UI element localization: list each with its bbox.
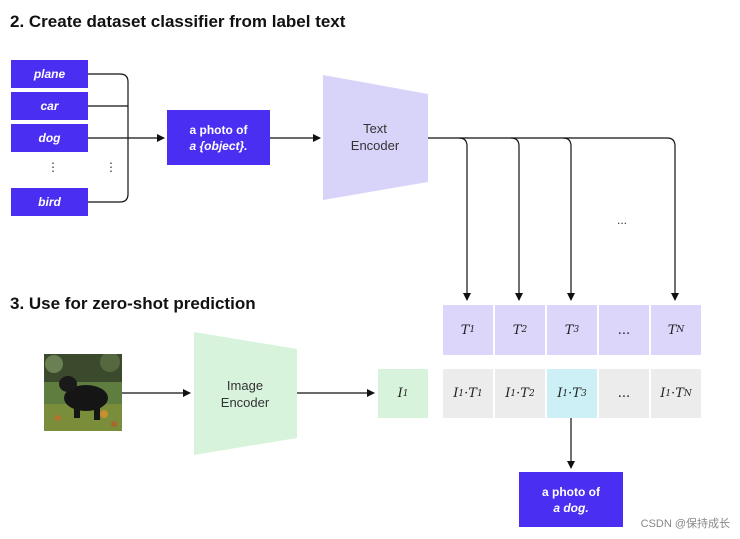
text-feature-arrows xyxy=(428,137,679,301)
text-feature-ellipsis: ... xyxy=(599,305,649,355)
label-car: car xyxy=(11,92,88,120)
text-encoder-line1: Text xyxy=(363,121,387,136)
label-bracket-lines xyxy=(88,73,129,203)
prompt-line1: a photo of xyxy=(189,122,248,137)
image-encoder-line1: Image xyxy=(226,378,264,393)
bracket-ellipsis: ⋮ xyxy=(105,160,117,174)
result-line1: a photo of xyxy=(542,484,600,499)
section-title-zero-shot: 3. Use for zero-shot prediction xyxy=(10,294,256,313)
label-plane: plane xyxy=(11,60,88,88)
product-ellipsis: ... xyxy=(599,369,649,418)
feature-gap-ellipsis: ... xyxy=(617,213,628,227)
dog-photo xyxy=(44,354,122,431)
watermark: CSDN @保持成长 xyxy=(640,518,730,530)
result-line2: a dog. xyxy=(553,500,589,515)
prompt-template: a photo of a {object}. xyxy=(167,110,270,165)
text-encoder-label: Text Encoder xyxy=(335,120,415,154)
label-dog: dog xyxy=(11,124,88,152)
text-encoder-line2: Encoder xyxy=(350,138,400,153)
text-encoder-shape xyxy=(323,75,428,200)
section-title-classifier: 2. Create dataset classifier from label … xyxy=(10,12,346,31)
image-encoder-label: Image Encoder xyxy=(205,377,285,411)
label-bird: bird xyxy=(11,188,88,216)
image-encoder-line2: Encoder xyxy=(220,395,270,410)
prediction-result: a photo of a dog. xyxy=(519,472,623,527)
image-encoder-shape xyxy=(194,332,297,455)
prompt-line2: a {object}. xyxy=(189,138,248,153)
label-ellipsis: ⋮ xyxy=(47,160,59,174)
